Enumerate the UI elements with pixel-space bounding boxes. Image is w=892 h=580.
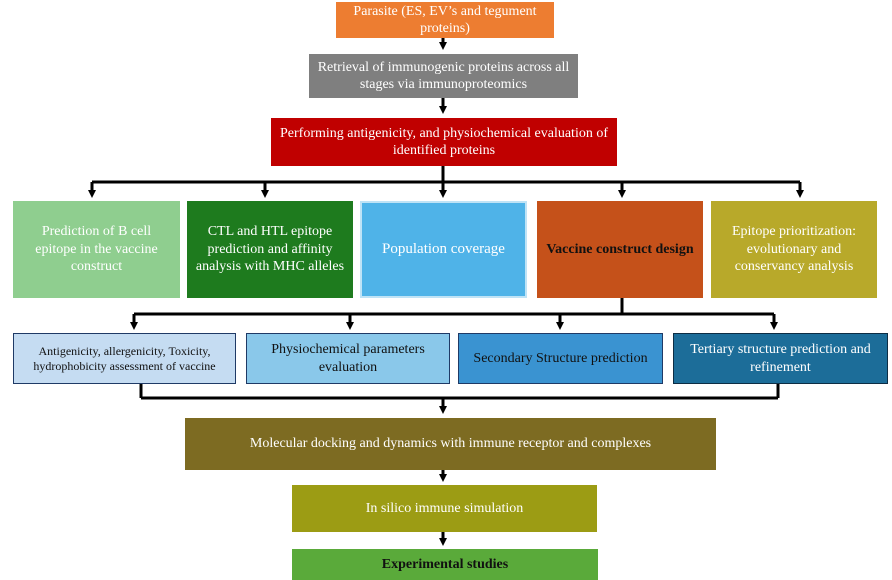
node-retrieval: Retrieval of immunogenic proteins across… [309,54,578,98]
node-parasite: Parasite (ES, EV’s and tegument proteins… [336,2,554,38]
node-population-coverage-label: Population coverage [382,241,505,258]
node-experimental-studies: Experimental studies [292,549,598,580]
node-retrieval-label: Retrieval of immunogenic proteins across… [317,59,570,93]
node-antigenicity-evaluation: Performing antigenicity, and physiochemi… [271,118,617,166]
node-epitope-prioritization-label: Epitope prioritization: evolutionary and… [731,224,857,275]
node-vaccine-construct-design-label: Vaccine construct design [546,241,694,257]
node-immune-simulation-label: In silico immune simulation [365,500,524,516]
node-b-cell-prediction: Prediction of B cell epitope in the vacc… [13,201,180,298]
node-epitope-prioritization: Epitope prioritization: evolutionary and… [711,201,877,298]
node-vaccine-assessment: Antigenicity, allergenicity, Toxicity, h… [13,333,236,384]
node-immune-simulation: In silico immune simulation [292,485,597,532]
node-molecular-docking: Molecular docking and dynamics with immu… [185,418,716,470]
node-secondary-structure: Secondary Structure prediction [458,333,663,384]
node-b-cell-prediction-label: Prediction of B cell epitope in the vacc… [35,224,158,275]
node-physiochemical-parameters: Physiochemical parameters evaluation [246,333,450,384]
node-vaccine-assessment-label: Antigenicity, allergenicity, Toxicity, h… [33,343,216,373]
node-ctl-htl-prediction-label: CTL and HTL epitope prediction and affin… [195,224,345,275]
node-antigenicity-evaluation-label: Performing antigenicity, and physiochemi… [280,125,608,159]
node-physiochemical-parameters-label: Physiochemical parameters evaluation [271,342,425,375]
node-parasite-label: Parasite (ES, EV’s and tegument proteins… [353,3,537,37]
node-vaccine-construct-design: Vaccine construct design [537,201,703,298]
node-experimental-studies-label: Experimental studies [381,556,509,572]
node-tertiary-structure: Tertiary structure prediction and refine… [673,333,888,384]
node-molecular-docking-label: Molecular docking and dynamics with immu… [249,436,652,452]
node-population-coverage: Population coverage [360,201,527,298]
node-secondary-structure-label: Secondary Structure prediction [473,350,648,366]
node-ctl-htl-prediction: CTL and HTL epitope prediction and affin… [187,201,353,298]
node-tertiary-structure-label: Tertiary structure prediction and refine… [690,342,871,375]
